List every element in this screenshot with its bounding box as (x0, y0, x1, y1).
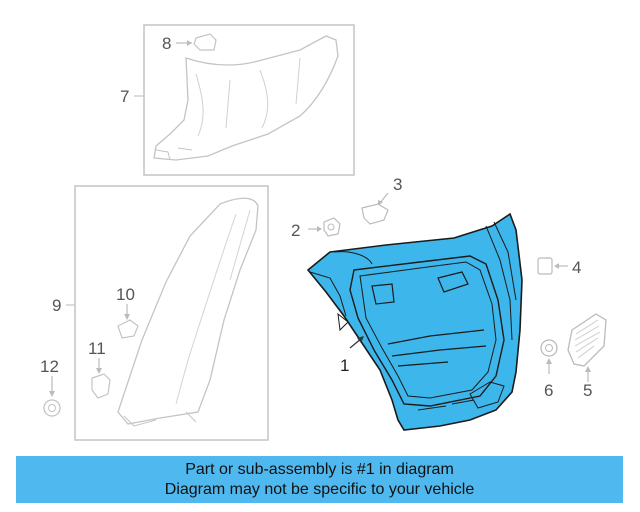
quarter-trim-panel-1 (306, 212, 523, 431)
detail-box-left (66, 185, 269, 441)
callout-9: 9 (52, 296, 61, 315)
callout-1: 1 (340, 356, 349, 375)
banner-line-2: Diagram may not be specific to your vehi… (164, 480, 475, 498)
screw-2 (308, 217, 341, 237)
grommet-12 (43, 376, 61, 417)
parts-diagram: 1 2 3 4 5 6 7 8 9 10 11 12 (40, 24, 607, 441)
vent-grille-5 (567, 313, 607, 382)
callout-2: 2 (291, 221, 300, 240)
clip-4 (537, 257, 568, 275)
pillar-trim-panel (117, 197, 259, 425)
clip-10-icon (117, 319, 139, 339)
callout-12: 12 (40, 357, 59, 376)
callout-6: 6 (544, 381, 553, 400)
callout-11: 11 (88, 339, 106, 358)
clip-8-icon (193, 33, 217, 51)
callout-5: 5 (583, 381, 592, 400)
callout-3: 3 (393, 175, 402, 194)
callout-8: 8 (162, 34, 171, 53)
banner-line-1: Part or sub-assembly is #1 in diagram (185, 460, 454, 478)
upper-trim-panel (153, 35, 339, 161)
bracket-3 (361, 192, 389, 225)
clip-11-icon (91, 373, 111, 399)
nut-6 (540, 339, 558, 374)
callout-10: 10 (116, 285, 135, 304)
callout-4: 4 (572, 258, 581, 277)
info-banner: Part or sub-assembly is #1 in diagram Di… (16, 456, 623, 503)
detail-box-upper (134, 24, 355, 176)
callout-7: 7 (120, 87, 129, 106)
